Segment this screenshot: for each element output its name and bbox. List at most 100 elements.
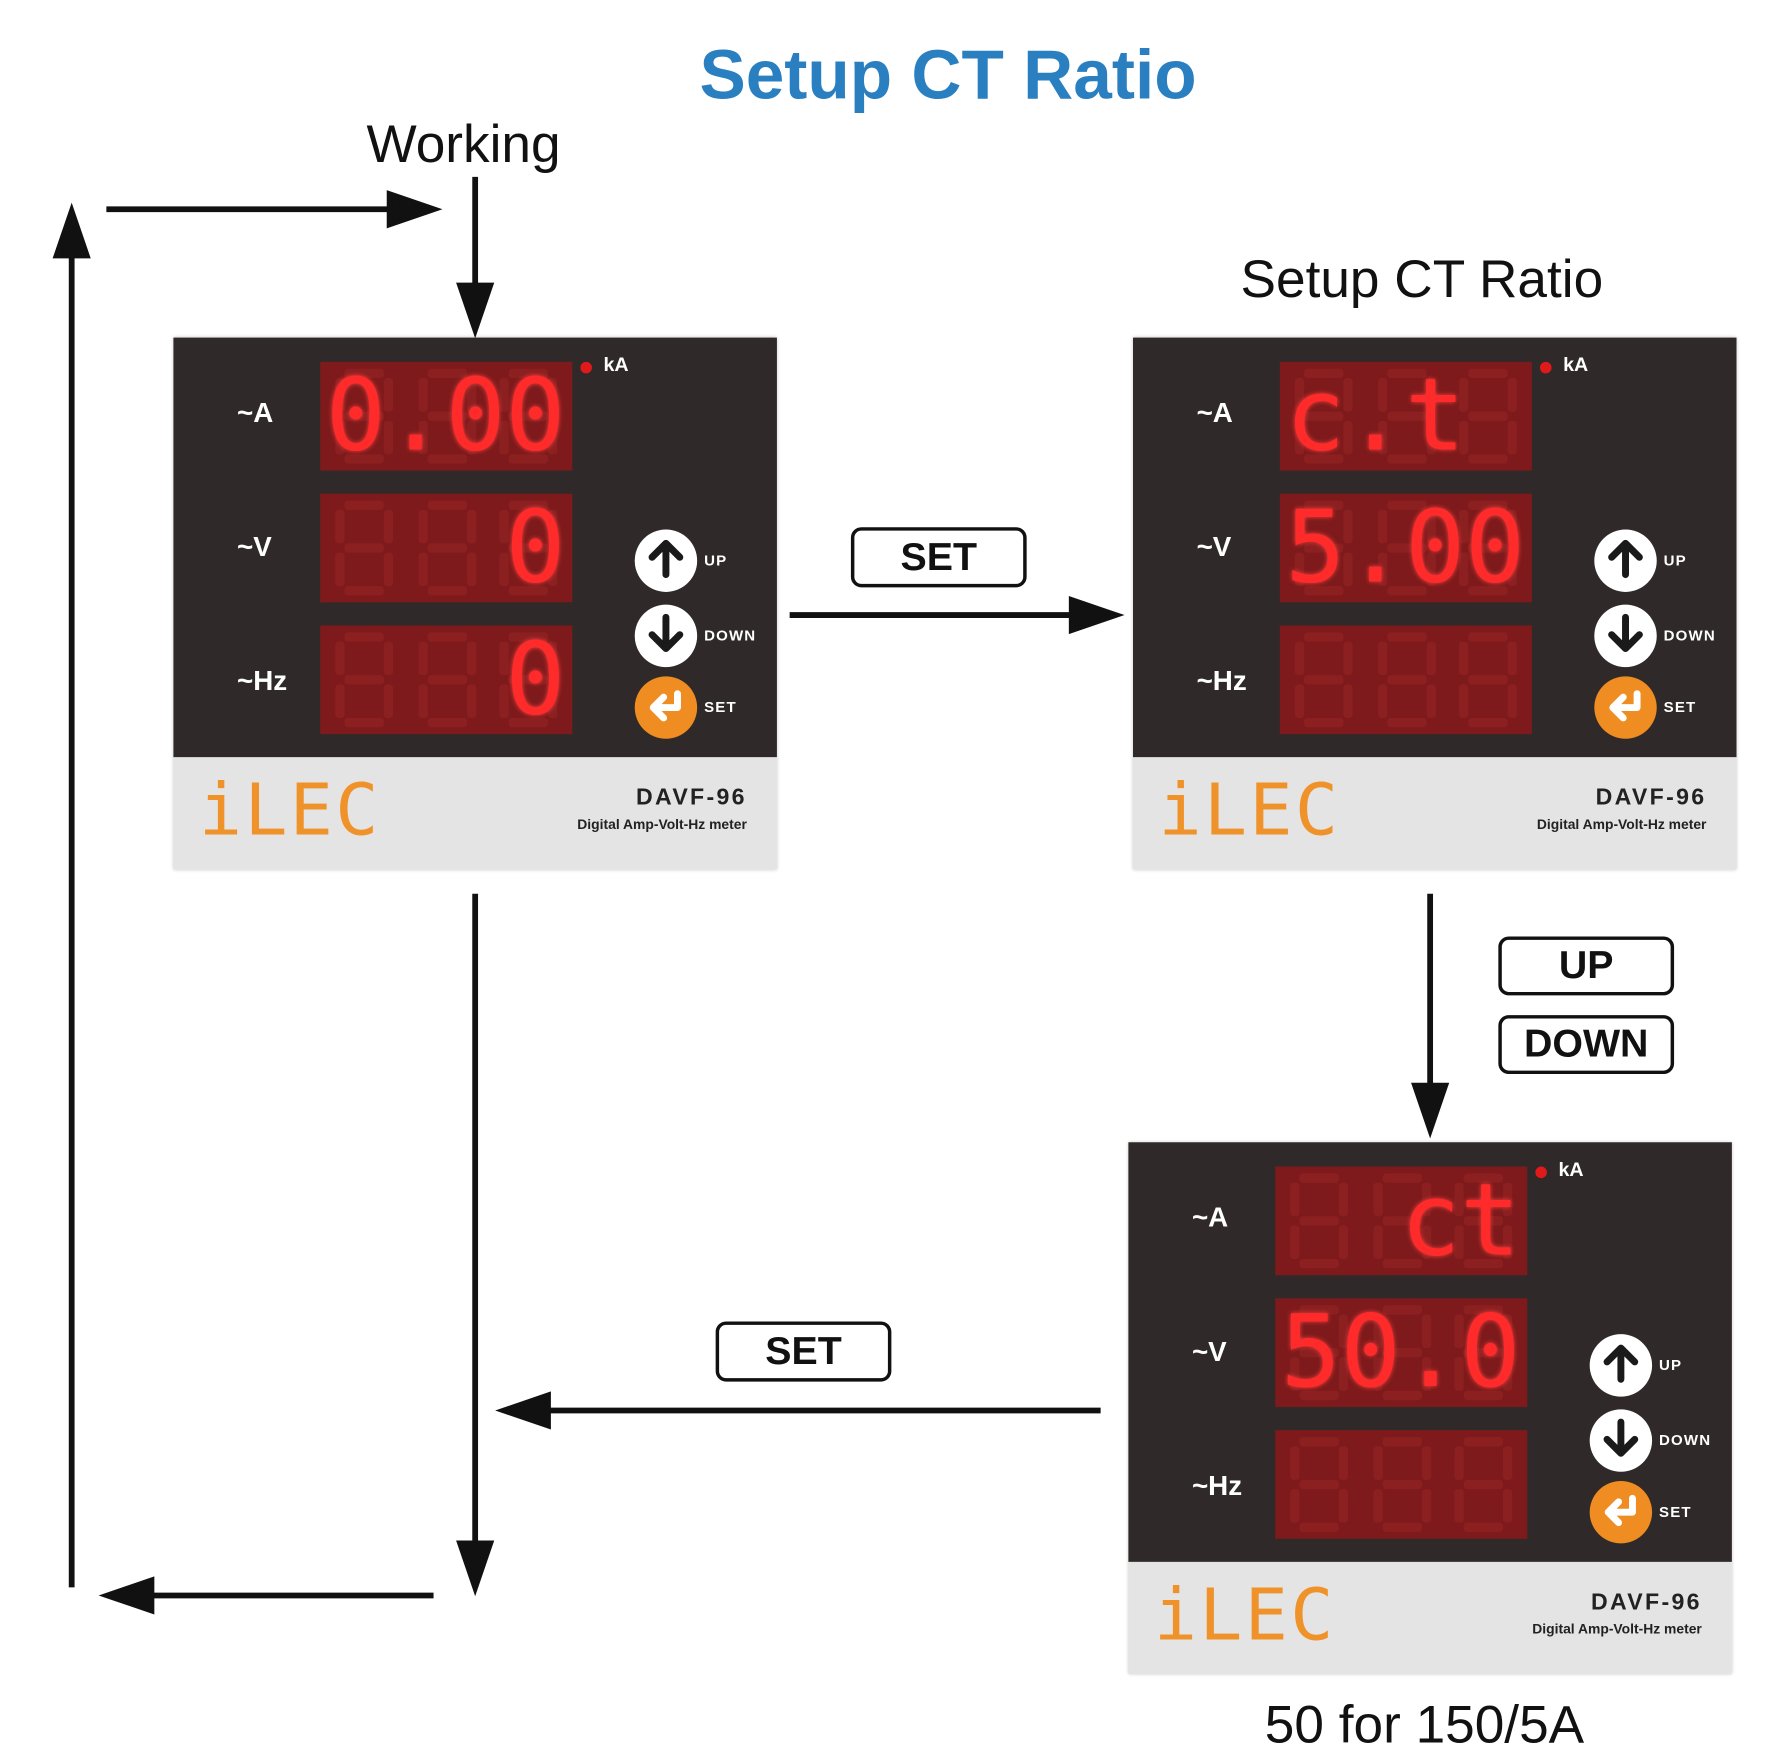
segment-f (1294, 509, 1305, 544)
segment-c (1426, 552, 1436, 587)
segment-f (1454, 1446, 1464, 1480)
segment-b (467, 378, 477, 412)
enter-icon (1605, 684, 1647, 731)
segment-c (1422, 1357, 1432, 1391)
segment-a (344, 632, 384, 642)
set-key[interactable] (1589, 1481, 1653, 1544)
segment-f (1459, 641, 1469, 676)
segment-b (383, 378, 394, 412)
segment-f (1290, 1182, 1300, 1217)
segment-c (1338, 1225, 1349, 1260)
arrow-down-icon (1600, 1417, 1642, 1464)
unlit-digit (1459, 500, 1517, 596)
segment-e (1294, 420, 1305, 455)
unlit-digit (1378, 632, 1436, 728)
segment-b (383, 641, 394, 676)
meter-nameplate (173, 757, 777, 870)
segment-b (1422, 1314, 1432, 1349)
segment-a (344, 500, 384, 510)
segment-a (1382, 1437, 1423, 1447)
down-key[interactable] (1594, 604, 1657, 668)
segment-g (1468, 411, 1508, 421)
display-value: 0.00 (325, 361, 566, 471)
segment-a (1387, 632, 1427, 642)
segment-c (1343, 684, 1353, 718)
segment-f (1294, 378, 1305, 412)
arrow-up-icon (1605, 537, 1647, 584)
arrow-left-icon (98, 1576, 155, 1615)
row-label: ~V (1196, 531, 1232, 564)
unlit-digit (1290, 1305, 1349, 1401)
arrow-up-icon (1600, 1342, 1642, 1389)
segment-c (1426, 420, 1436, 455)
segment-c (1507, 420, 1517, 455)
set-step-box: SET (715, 1321, 892, 1382)
display-value: 0 (385, 625, 566, 735)
display-row-1: 50.0 (1275, 1298, 1528, 1408)
up-key[interactable] (1589, 1334, 1653, 1397)
ilec-logo: iLEC (1158, 767, 1341, 853)
down-key[interactable] (1589, 1409, 1653, 1472)
segment-e (418, 684, 428, 718)
segment-e (1454, 1357, 1464, 1391)
arrow-up-icon (52, 202, 91, 259)
segment-a (1387, 368, 1427, 379)
unlit-digit (1459, 368, 1517, 464)
segment-b (548, 509, 558, 544)
set-key[interactable] (634, 676, 698, 739)
unlit-digit (335, 500, 394, 596)
segment-a (508, 368, 549, 379)
segment-d (1299, 1522, 1339, 1532)
up-key[interactable] (1594, 529, 1657, 592)
up-key-label: UP (1663, 551, 1687, 569)
segment-d (508, 454, 549, 464)
segment-b (1507, 641, 1517, 676)
set-key-label: SET (704, 698, 737, 716)
ka-label: kA (1563, 353, 1589, 376)
ka-label: kA (603, 353, 629, 376)
segment-c (467, 552, 477, 587)
segment-c (1502, 1489, 1513, 1523)
segment-d (1304, 454, 1344, 464)
segment-b (1422, 1182, 1432, 1217)
unlit-digit (1454, 1437, 1513, 1532)
segment-c (548, 552, 558, 587)
down-key[interactable] (634, 604, 698, 668)
segment-b (1426, 509, 1436, 544)
segment-g (1468, 675, 1508, 685)
segment-g (1304, 543, 1344, 553)
segment-c (548, 420, 558, 455)
unlit-digit (1378, 368, 1436, 464)
ilec-logo: iLEC (198, 767, 381, 853)
segment-c (1502, 1357, 1513, 1391)
up-key[interactable] (634, 529, 698, 592)
segment-a (1299, 1437, 1339, 1447)
ka-indicator-led (1535, 1166, 1547, 1179)
segment-e (1378, 552, 1388, 587)
row-label: ~A (237, 397, 274, 429)
segment-d (1463, 1390, 1503, 1401)
set-key[interactable] (1594, 676, 1657, 739)
up-key-label: UP (1659, 1356, 1683, 1374)
unlit-digit (1373, 1173, 1432, 1269)
segment-d (508, 586, 549, 596)
arrow-right-icon (386, 190, 443, 229)
set-key-label: SET (1663, 698, 1697, 716)
segment-e (1373, 1225, 1383, 1260)
row-label: ~A (1196, 397, 1233, 429)
segment-g (427, 411, 468, 421)
segment-g (1382, 1216, 1423, 1226)
segment-e (1294, 552, 1305, 587)
model-description: Digital Amp-Volt-Hz meter (1536, 816, 1707, 833)
segment-e (335, 552, 345, 587)
segment-d (1304, 586, 1344, 596)
arrow-down-icon (456, 282, 495, 339)
segment-e (1459, 420, 1469, 455)
segment-g (1387, 543, 1427, 553)
segment-g (1304, 675, 1344, 685)
segment-a (344, 368, 384, 379)
setup-ct-ratio-label: Setup CT Ratio (1240, 248, 1604, 309)
result-note: 50 for 150/5A (1264, 1693, 1585, 1754)
segment-g (1382, 1348, 1423, 1358)
